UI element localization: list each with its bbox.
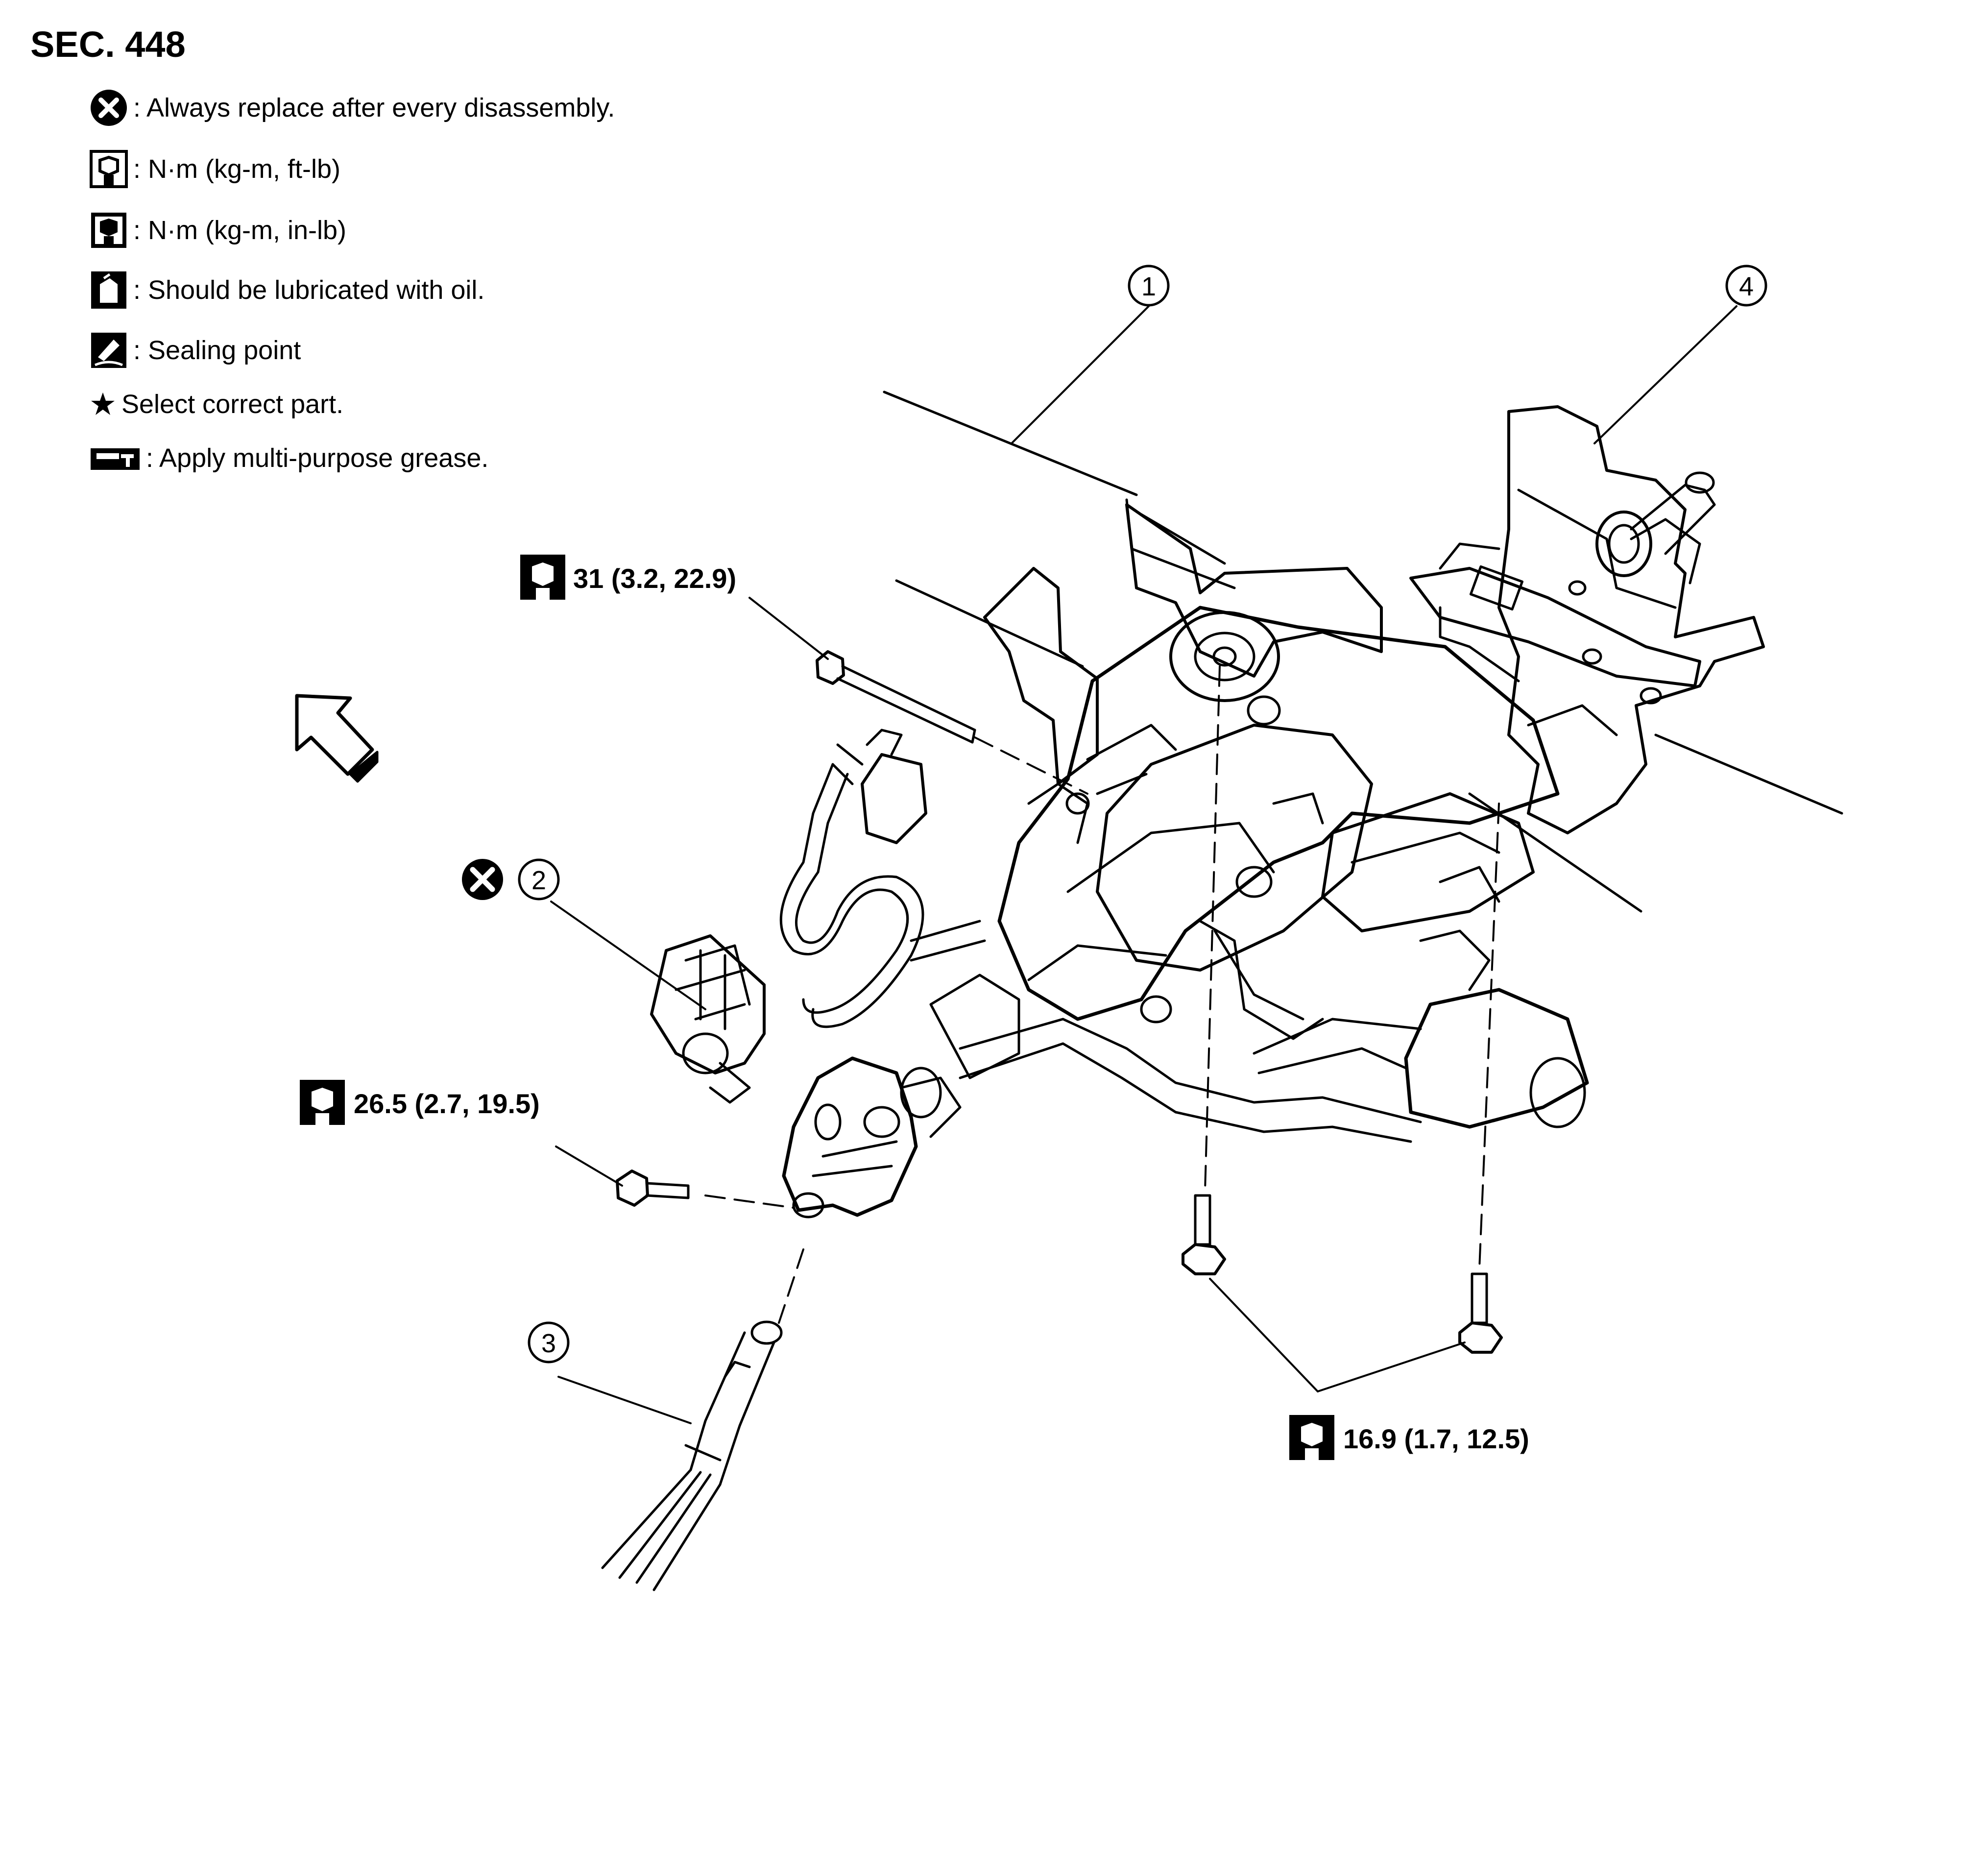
torque-wrench-icon xyxy=(520,555,565,600)
callout-4: 4 xyxy=(1725,265,1767,307)
svg-text:26.5 (2.7, 19.5): 26.5 (2.7, 19.5) xyxy=(354,1088,540,1119)
oil-can-icon xyxy=(88,270,129,310)
svg-text:31 (3.2, 22.9): 31 (3.2, 22.9) xyxy=(573,563,736,594)
legend-torque-ftlb: : N·m (kg-m, ft-lb) xyxy=(88,149,340,189)
lower-shaft xyxy=(601,1248,804,1591)
torque-joint-bolt: 26.5 (2.7, 19.5) xyxy=(300,1080,540,1125)
front-direction-arrow-icon xyxy=(295,694,379,783)
torque-upper-bolt: 31 (3.2, 22.9) xyxy=(520,555,736,600)
joint-bolt xyxy=(616,1169,795,1209)
legend-torque-inlb: : N·m (kg-m, in-lb) xyxy=(88,211,346,250)
svg-text:2: 2 xyxy=(531,866,546,895)
legend-replace: : Always replace after every disassembly… xyxy=(88,88,615,127)
legend-select-text: Select correct part. xyxy=(121,390,344,419)
callout-3: 3 xyxy=(528,1321,570,1364)
torque-wrench-icon xyxy=(300,1080,345,1125)
leader-lines xyxy=(550,305,1738,1424)
legend-sealing: : Sealing point xyxy=(88,331,301,370)
legend-oil: : Should be lubricated with oil. xyxy=(88,270,484,310)
steering-shaft-bracket xyxy=(1409,405,1765,834)
steering-column-assembly xyxy=(929,498,1589,1143)
callout-1: 1 xyxy=(1128,265,1170,307)
star-icon xyxy=(88,385,118,424)
x-circle-icon xyxy=(88,88,129,127)
torque-wrench-icon xyxy=(1289,1415,1334,1460)
torque-wrench-filled-icon xyxy=(88,211,129,250)
harness-connector xyxy=(779,729,986,1028)
legend-grease-text: : Apply multi-purpose grease. xyxy=(146,443,489,473)
universal-joint xyxy=(782,1056,962,1218)
upper-bolt xyxy=(816,650,1088,795)
legend-oil-text: : Should be lubricated with oil. xyxy=(133,275,485,305)
lower-bolts xyxy=(1182,665,1503,1354)
section-title: SEC. 448 xyxy=(30,24,186,65)
torque-wrench-icon xyxy=(88,149,129,189)
legend-sealing-text: : Sealing point xyxy=(133,336,301,365)
legend-grease: : Apply multi-purpose grease. xyxy=(88,439,488,478)
svg-text:1: 1 xyxy=(1141,272,1156,301)
sealing-icon xyxy=(88,331,129,370)
svg-text:16.9 (1.7, 12.5): 16.9 (1.7, 12.5) xyxy=(1343,1423,1529,1454)
legend-torque-inlb-text: : N·m (kg-m, in-lb) xyxy=(133,216,346,245)
legend-torque-ftlb-text: : N·m (kg-m, ft-lb) xyxy=(133,154,340,184)
hole-cover xyxy=(650,934,766,1104)
svg-text:4: 4 xyxy=(1739,272,1754,301)
legend-select: Select correct part. xyxy=(88,385,343,424)
grease-gun-icon xyxy=(88,439,142,478)
callout-2: 2 xyxy=(462,858,560,901)
legend-replace-text: : Always replace after every disassembly… xyxy=(133,93,615,122)
svg-text:3: 3 xyxy=(541,1329,556,1358)
torque-lower-bolts: 16.9 (1.7, 12.5) xyxy=(1289,1415,1529,1460)
